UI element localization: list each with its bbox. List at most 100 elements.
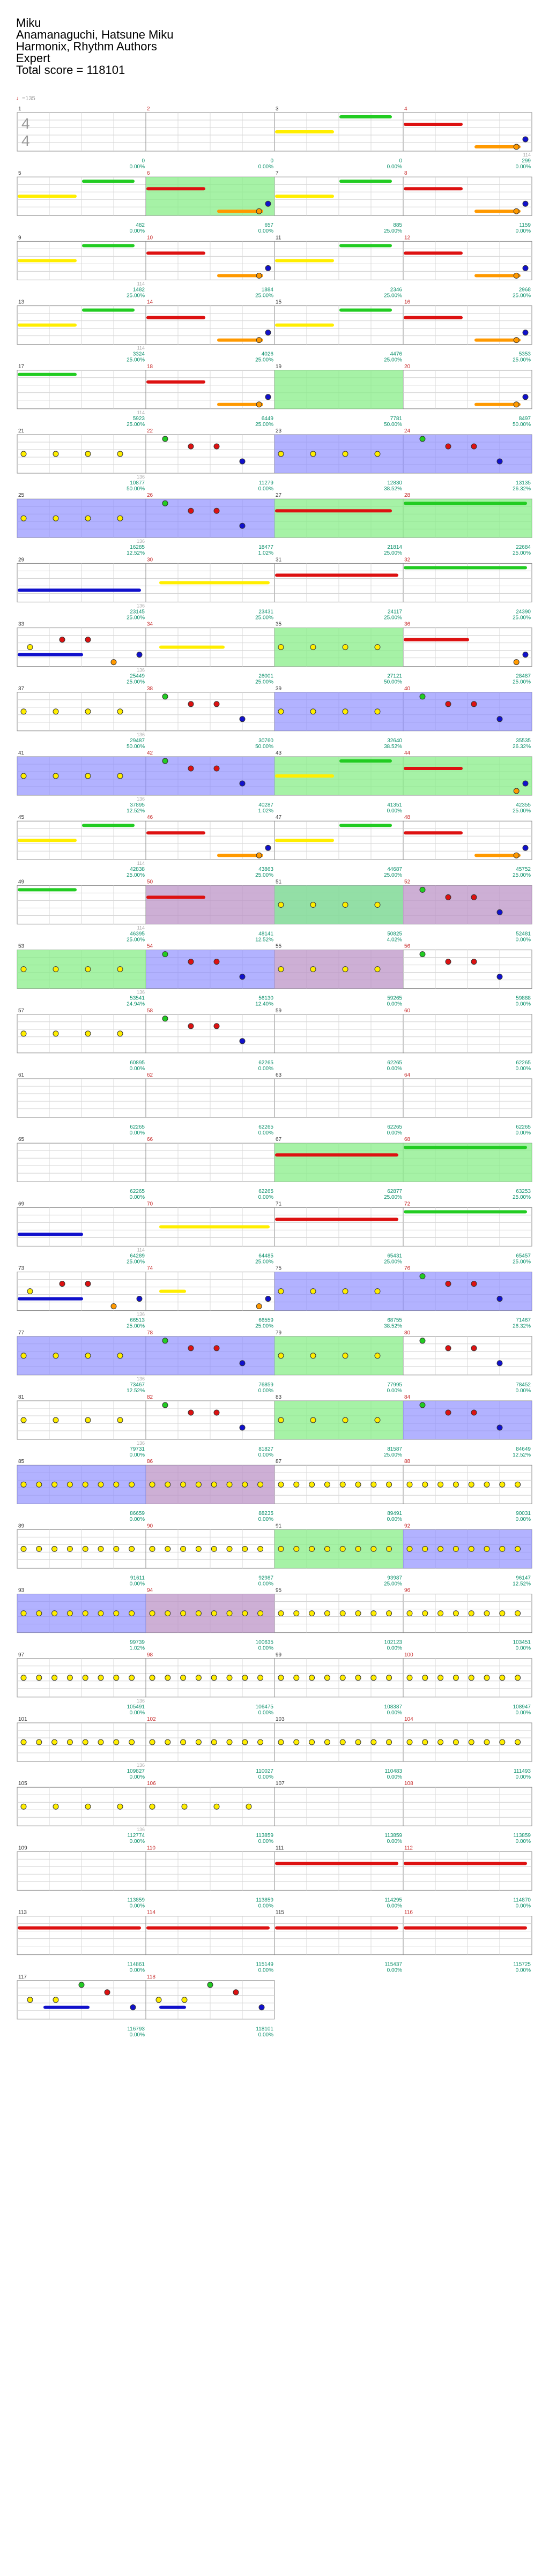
note-yellow [113, 1545, 120, 1552]
note-yellow [149, 1739, 155, 1745]
measure-number: 66 [147, 1137, 153, 1143]
measure-percent: 25.00% [255, 357, 273, 363]
note-blue [522, 394, 529, 400]
note-yellow [324, 1739, 330, 1745]
ghost-score: 136 [137, 603, 145, 608]
measure-percent: 0.00% [130, 1581, 145, 1587]
ghost-score: 136 [137, 539, 145, 544]
note-yellow [36, 1610, 42, 1617]
measure-score: 6449 [262, 416, 274, 422]
note-yellow [149, 1545, 155, 1552]
note-yellow [129, 1545, 135, 1552]
note-yellow [499, 1545, 506, 1552]
measure-number: 29 [18, 557, 25, 563]
note-yellow [211, 1545, 217, 1552]
note-yellow [181, 1997, 188, 2003]
note-yellow [53, 1353, 59, 1359]
measure-number: 108 [404, 1781, 413, 1787]
measure-number: 109 [18, 1845, 27, 1851]
measure-percent: 0.00% [387, 1646, 402, 1652]
note-orange [256, 337, 262, 344]
measure-score: 8497 [519, 416, 531, 422]
measure-number: 35 [276, 622, 282, 628]
note-yellow [339, 1481, 346, 1488]
note-yellow [53, 1997, 59, 2003]
note-yellow [36, 1545, 42, 1552]
measure-score: 109827 [127, 1768, 145, 1774]
note-yellow [85, 1353, 91, 1359]
total-score-value: 118101 [86, 63, 125, 77]
measure-number: 40 [404, 686, 411, 692]
activation-region [274, 950, 403, 989]
note-orange [256, 272, 262, 279]
measure-number: 6 [147, 170, 150, 176]
note-yellow [468, 1610, 474, 1617]
ghost-score: 136 [137, 1376, 145, 1382]
note-yellow [226, 1610, 233, 1617]
measure-score: 78452 [516, 1382, 531, 1388]
solo-region [274, 370, 403, 409]
note-red [471, 1409, 477, 1416]
note-blue [136, 1296, 143, 1302]
measure-number: 96 [404, 1588, 411, 1594]
note-yellow [324, 1675, 330, 1681]
measure-percent: 0.00% [387, 164, 402, 170]
ghost-score: 136 [137, 732, 145, 737]
measure-score: 62265 [258, 1189, 273, 1194]
measure-number: 67 [276, 1137, 282, 1143]
measure-score: 23145 [130, 609, 145, 615]
measure-percent: 0.00% [516, 937, 531, 943]
measure-score: 59888 [516, 996, 531, 1002]
total-score-label: Total score = [16, 63, 87, 77]
measure-percent: 25.00% [513, 808, 531, 814]
measure-number: 49 [18, 879, 25, 885]
measure-number: 65 [18, 1137, 25, 1143]
note-yellow [165, 1545, 171, 1552]
solo-region [146, 177, 274, 216]
measure-number: 80 [404, 1330, 411, 1336]
measure-number: 64 [404, 1072, 411, 1078]
note-yellow [278, 708, 284, 715]
measure-score: 73467 [130, 1382, 145, 1388]
note-yellow [113, 1610, 120, 1617]
measure-percent: 1.02% [130, 1646, 145, 1652]
note-yellow [82, 1545, 88, 1552]
note-yellow [85, 1031, 91, 1037]
note-yellow [293, 1610, 300, 1617]
overdrive-region [17, 499, 146, 538]
measure-number: 13 [18, 300, 25, 305]
measure-percent: 0.00% [258, 1774, 273, 1780]
measure-number: 81 [18, 1394, 25, 1400]
measure-number: 28 [404, 492, 411, 498]
overdrive-region [146, 885, 274, 924]
measure-percent: 25.00% [513, 872, 531, 878]
measure-number: 82 [147, 1394, 153, 1400]
note-red [213, 701, 220, 707]
note-blue [496, 909, 503, 915]
measure-score: 0 [270, 158, 273, 164]
solo-region [403, 499, 532, 538]
note-red [85, 1281, 91, 1287]
note-yellow [211, 1739, 217, 1745]
measure-percent: 50.00% [127, 486, 145, 492]
note-yellow [278, 1545, 284, 1552]
measure-score: 27121 [387, 674, 402, 680]
note-red [188, 765, 194, 772]
measure-percent: 25.00% [513, 357, 531, 363]
note-blue [496, 1296, 503, 1302]
measure-score: 115725 [513, 1962, 531, 1968]
measure-number: 99 [276, 1652, 282, 1658]
measure-percent: 0.00% [516, 164, 531, 170]
quarter-note-icon: ♩ [16, 95, 22, 102]
note-red [85, 637, 91, 643]
note-yellow [117, 773, 123, 779]
note-yellow [20, 1739, 27, 1745]
measure-number: 88 [404, 1459, 411, 1465]
measure-number: 91 [276, 1523, 282, 1529]
measure-score: 1159 [519, 222, 531, 228]
note-yellow [309, 1610, 315, 1617]
note-yellow [36, 1675, 42, 1681]
measure-score: 46395 [130, 931, 145, 937]
measure-number: 52 [404, 879, 411, 885]
